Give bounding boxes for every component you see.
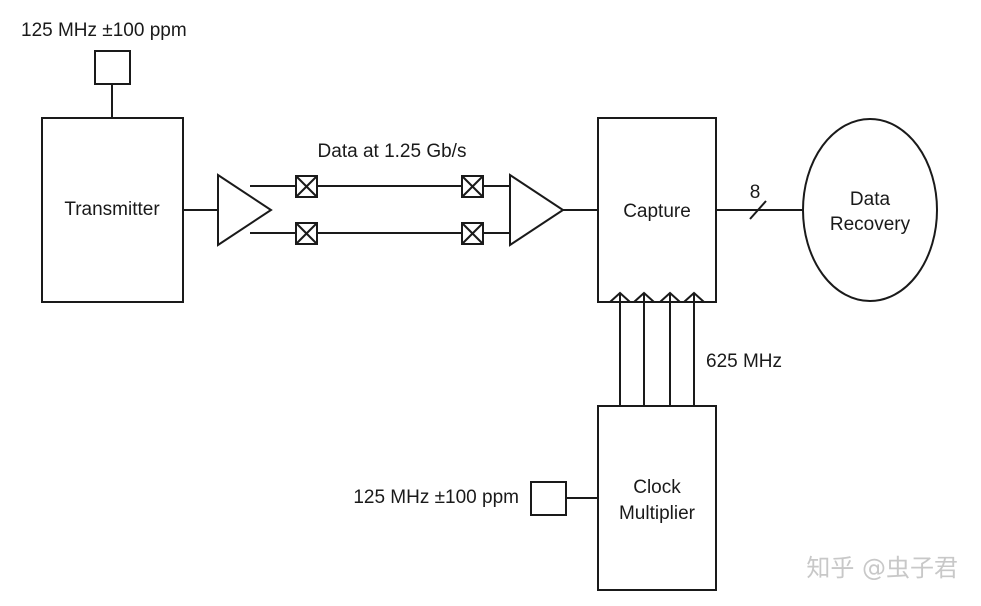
transmitter-label: Transmitter xyxy=(64,199,160,220)
watermark: 知乎 @虫子君 xyxy=(806,554,958,582)
connector-pad-tx-upper xyxy=(295,175,318,198)
clock-multiplier-block xyxy=(597,405,717,591)
bus-slash xyxy=(749,200,767,220)
bus-width-label: 8 xyxy=(750,182,761,203)
capture-clock-inputs xyxy=(609,291,705,303)
data-recovery-block xyxy=(802,118,938,302)
data-recovery-label-line2: Recovery xyxy=(830,214,911,235)
clock-frequency-label: 625 MHz xyxy=(706,351,782,372)
bottom-oscillator-box xyxy=(530,481,567,516)
capture-label: Capture xyxy=(623,201,691,222)
bottom-oscillator-label: 125 MHz ±100 ppm xyxy=(353,487,519,508)
top-oscillator-label: 125 MHz ±100 ppm xyxy=(21,20,187,41)
receiver-buffer-triangle xyxy=(509,173,565,247)
connector-pad-rx-upper xyxy=(461,175,484,198)
driver-buffer-triangle xyxy=(217,173,273,247)
data-recovery-label-line1: Data xyxy=(850,189,891,210)
clock-multiplier-label-line2: Multiplier xyxy=(619,503,696,524)
data-rate-label: Data at 1.25 Gb/s xyxy=(318,141,467,162)
connector-pad-tx-lower xyxy=(295,222,318,245)
clock-phase-lines xyxy=(619,293,695,406)
clock-multiplier-label-line1: Clock xyxy=(633,477,681,498)
connector-pad-rx-lower xyxy=(461,222,484,245)
top-oscillator-box xyxy=(94,50,131,85)
